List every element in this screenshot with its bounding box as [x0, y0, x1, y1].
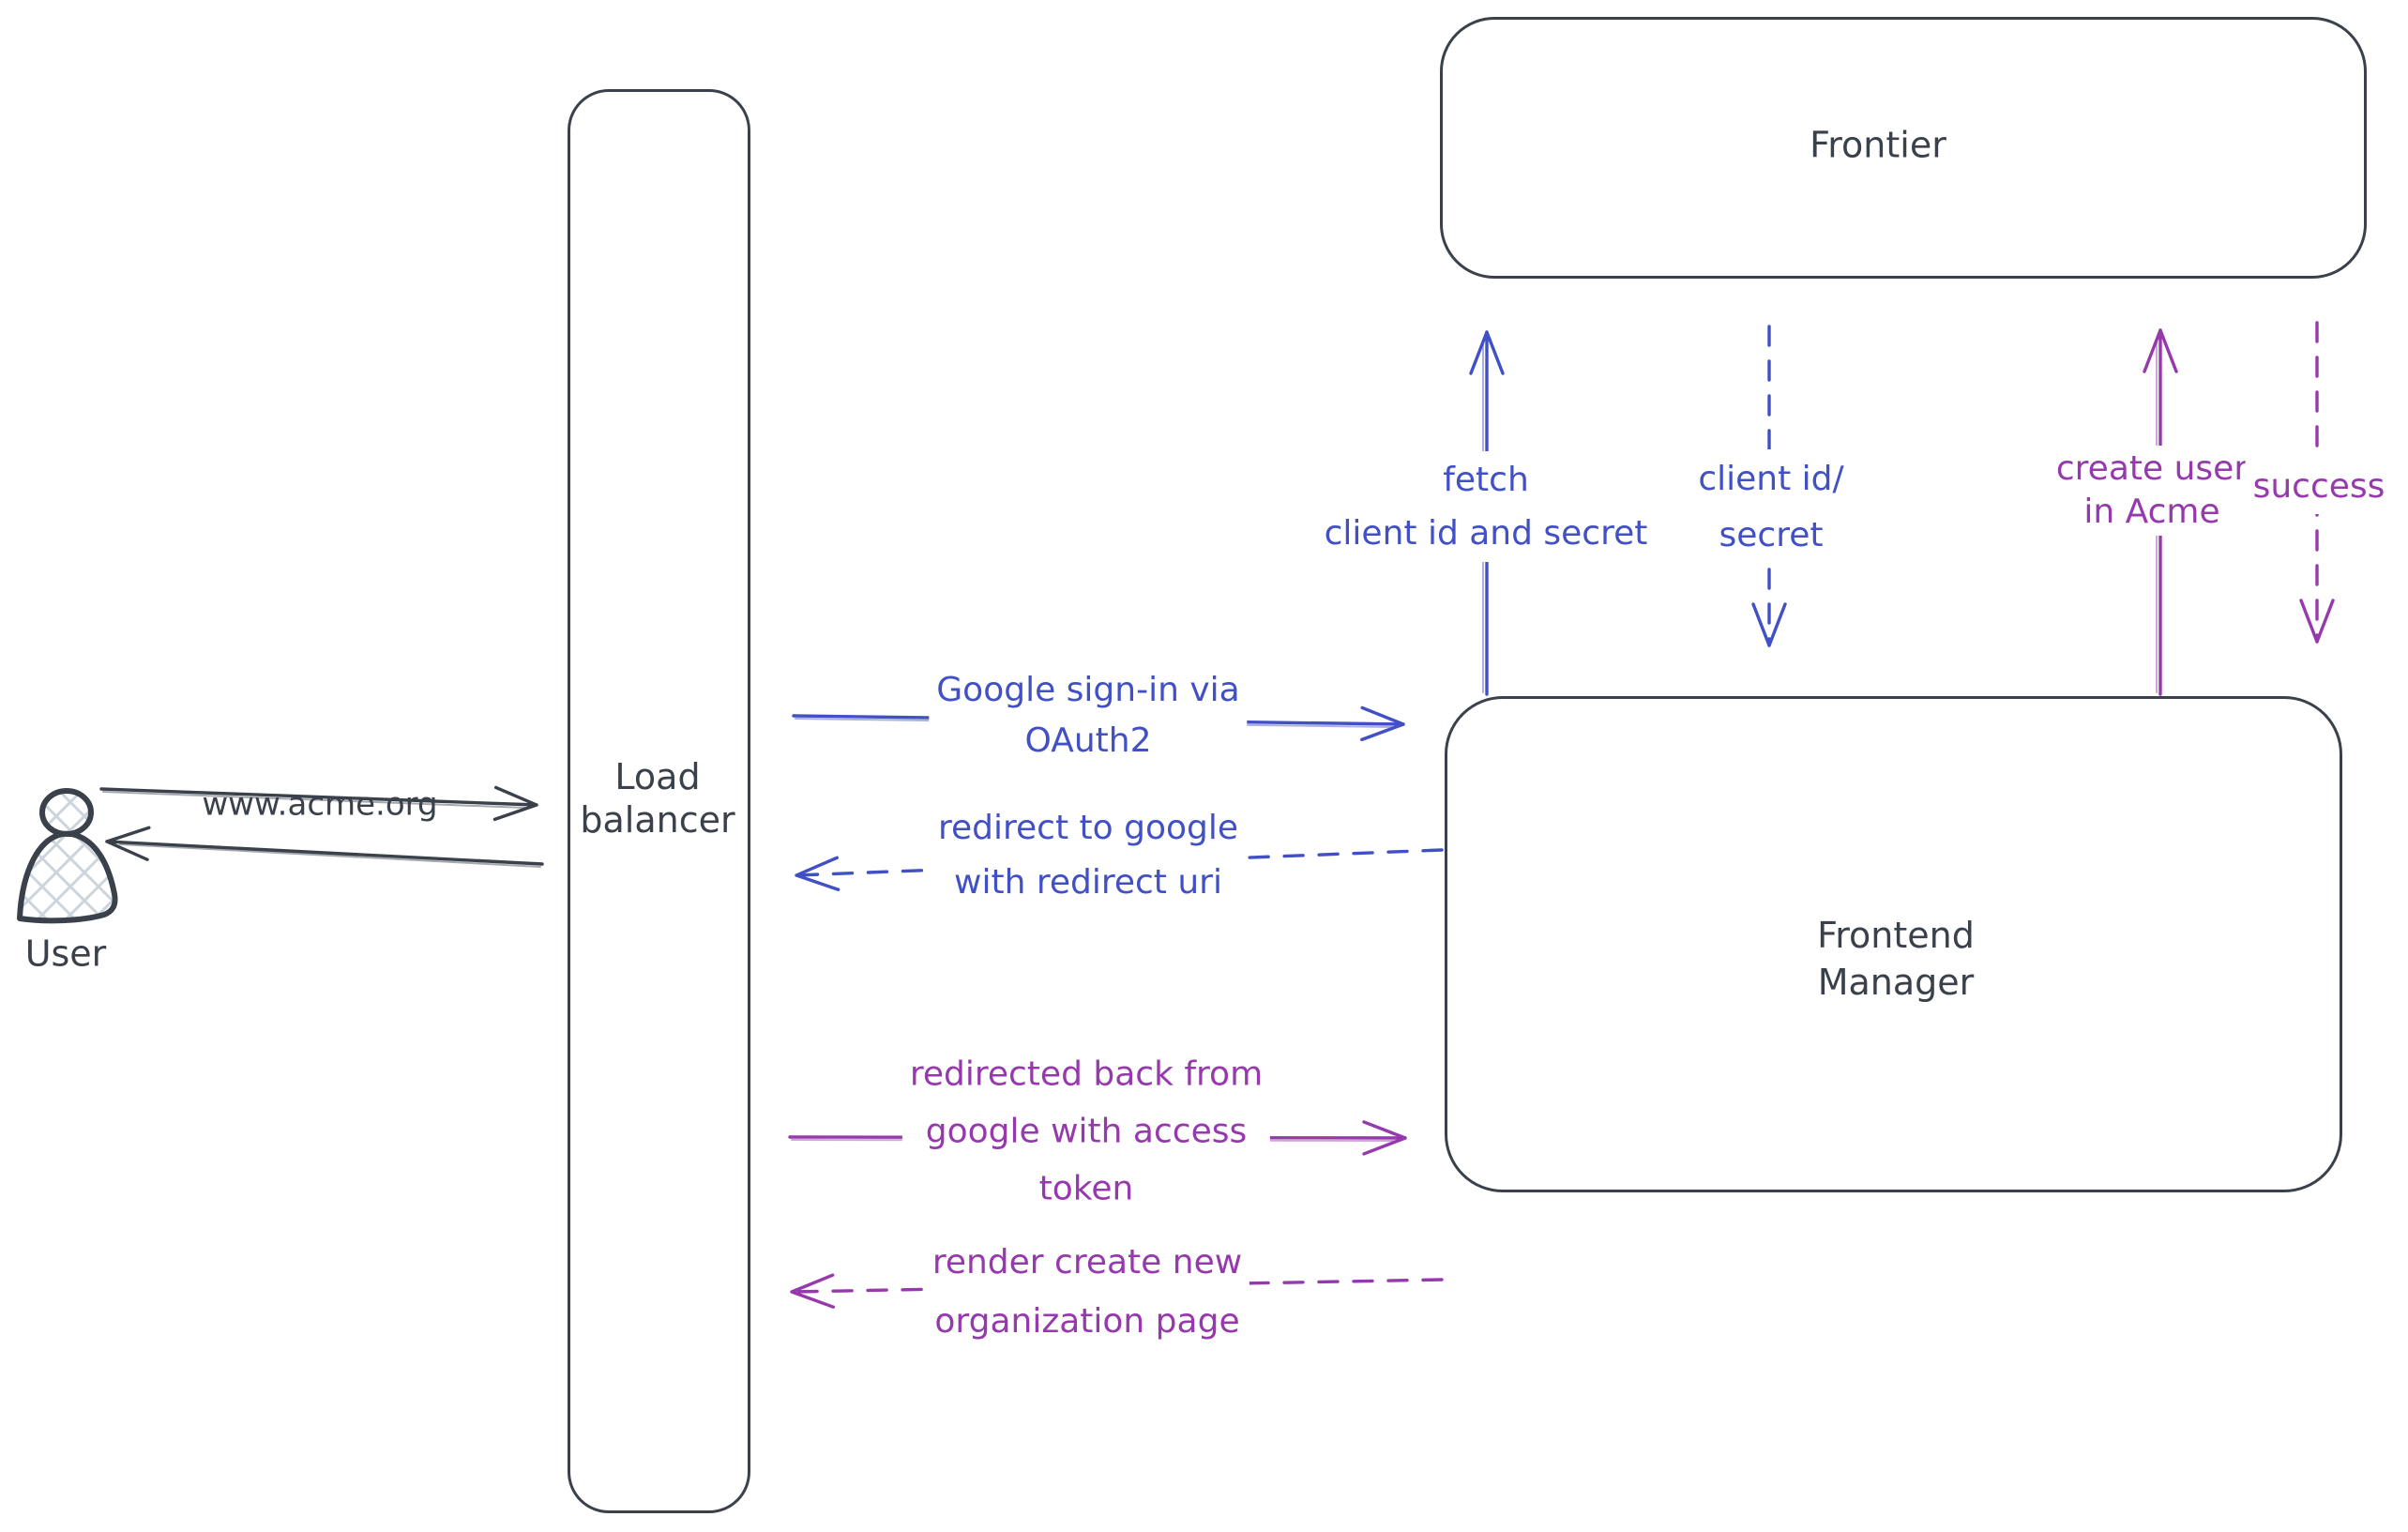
user-body: [17, 830, 118, 924]
redirected-back-label: redirected back from google with access …: [901, 1043, 1271, 1220]
load-balancer-box: [568, 89, 750, 1513]
user-head: [39, 788, 94, 837]
frontier-box: [1440, 17, 2367, 279]
user-label: User: [24, 933, 107, 975]
redirect-to-google-label: redirect to google with redirect uri: [930, 799, 1247, 912]
frontier-label: Frontier: [1810, 124, 1946, 166]
create-user-label: create user in Acme: [2048, 446, 2256, 536]
response-arrow: [105, 826, 544, 868]
frontend-manager-box: [1445, 696, 2342, 1192]
load-balancer-label: Load balancer: [580, 756, 735, 841]
render-org-page-label: render create new organization page: [924, 1231, 1250, 1353]
client-id-secret-label: client id/ secret: [1690, 449, 1852, 566]
www-request-arrow: [99, 785, 538, 822]
frontend-manager-label: Frontend Manager: [1817, 915, 1975, 1003]
fetch-client-id-label: fetch client id and secret: [1316, 451, 1656, 562]
www-request-label: www.acme.org: [202, 785, 438, 824]
user-icon: [17, 788, 118, 924]
google-signin-label: Google sign-in via OAuth2: [929, 663, 1248, 768]
success-label: success: [2245, 460, 2393, 514]
